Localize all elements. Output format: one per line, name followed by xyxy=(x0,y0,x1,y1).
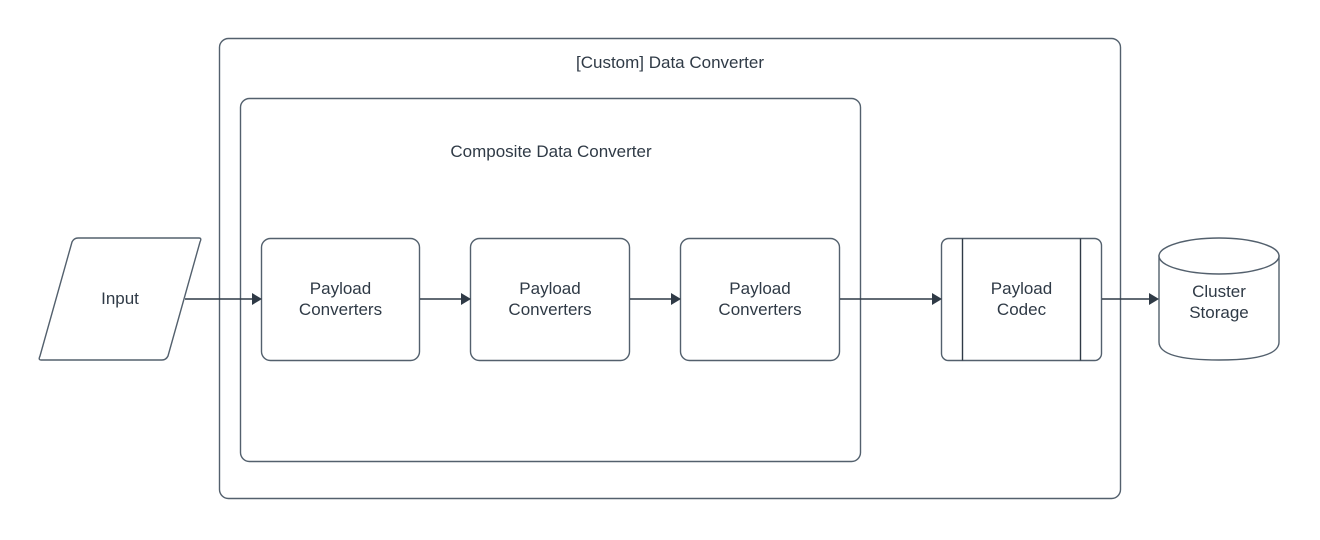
edge-converters-1-to-converters-2-arrowhead xyxy=(461,293,471,305)
edge-payload-codec-to-cluster-storage-arrowhead xyxy=(1149,293,1159,305)
node-cluster-storage-body[interactable] xyxy=(1158,255,1280,361)
node-input-shape[interactable] xyxy=(38,237,202,361)
node-payload-converters-3-shape[interactable] xyxy=(679,237,841,362)
node-payload-converters-1-shape[interactable] xyxy=(260,237,421,362)
node-payload-converters-2-shape[interactable] xyxy=(469,237,631,362)
edge-converters-2-to-converters-3-arrowhead xyxy=(671,293,681,305)
node-cluster-storage-top xyxy=(1158,237,1280,275)
edge-converters-3-to-payload-codec-arrowhead xyxy=(932,293,942,305)
edge-input-to-converters-1-arrowhead xyxy=(252,293,262,305)
node-payload-codec-shape[interactable] xyxy=(940,237,1103,362)
